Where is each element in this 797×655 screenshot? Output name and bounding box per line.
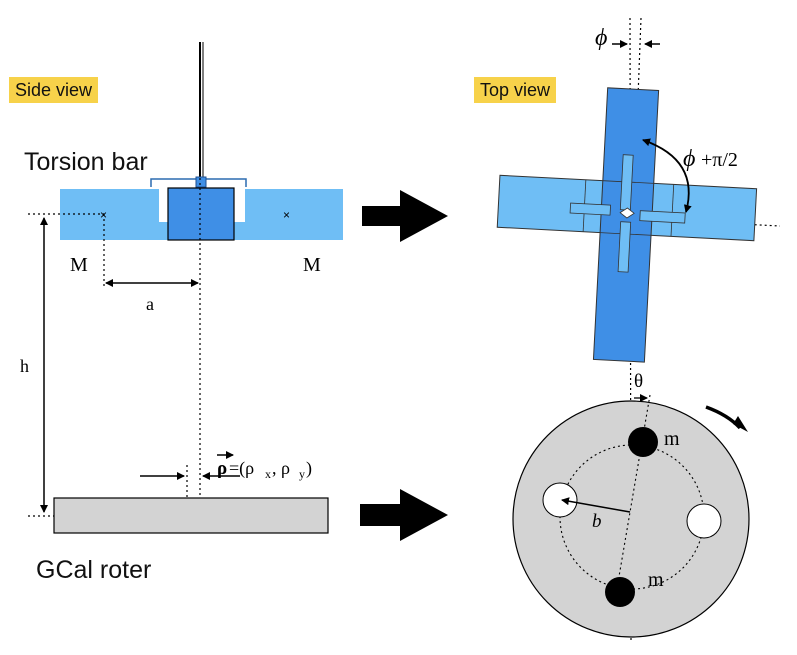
arrow-to-rotor-view: [360, 489, 448, 541]
central-block: [167, 187, 235, 241]
mass-marker-right: ×: [283, 208, 290, 222]
rho-symbol: ρ: [217, 458, 227, 479]
phi-plus-arc: [642, 138, 692, 213]
mass-m-bottom-label: m: [648, 569, 664, 591]
mass-label-right: M: [303, 254, 321, 276]
theta-label: θ: [634, 371, 643, 392]
phi-label: ϕ: [595, 25, 607, 51]
mass-m-bottom: [605, 577, 635, 607]
rho-close: ): [306, 458, 312, 479]
arrow-to-top-view: [362, 190, 448, 242]
torsion-bar-caption: Torsion bar: [24, 148, 148, 176]
b-radius-arrow: [561, 497, 631, 513]
side-view-diagram: × × M M a h ρ =(ρ x ,: [20, 42, 343, 584]
gcal-rotor-caption: GCal roter: [36, 556, 151, 584]
rho-x-sub: x: [265, 467, 271, 481]
mass-label-left: M: [70, 254, 88, 276]
rotation-arrow-head: [733, 416, 748, 432]
rho-sep: , ρ: [272, 458, 290, 478]
mass-m-top: [628, 427, 658, 457]
phi-plus-tail: +π/2: [701, 149, 738, 171]
rho-eq: =(ρ: [229, 458, 254, 479]
h-label: h: [20, 356, 29, 376]
top-view-diagram: ϕ ϕ +π/2 θ m m b: [496, 17, 781, 641]
hole-left: [542, 482, 578, 518]
rho-y-sub: y: [299, 467, 305, 481]
phi-plus-symbol: ϕ: [683, 146, 695, 172]
a-label: a: [146, 294, 154, 314]
clamp-knob: [195, 176, 207, 188]
mass-m-top-label: m: [664, 428, 680, 450]
hole-right: [686, 503, 722, 539]
rotor-top: [512, 400, 750, 638]
side-view-label: Side view: [9, 77, 99, 103]
rotor-side: [53, 497, 329, 534]
top-view-label: Top view: [474, 77, 557, 103]
b-label: b: [592, 511, 602, 532]
